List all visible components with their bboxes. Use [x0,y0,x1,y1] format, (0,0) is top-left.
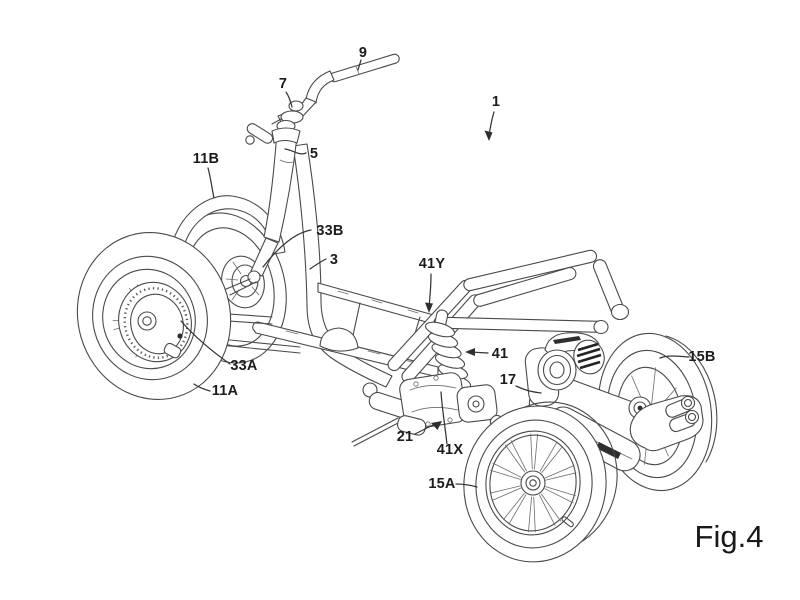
steering-column [199,132,298,301]
front-near-wheel [76,232,232,400]
cage-tube-mid [473,267,577,307]
ref-label-3: 3 [330,252,338,268]
spring-coil-1 [424,321,456,338]
rear-near-sidewall [475,419,593,549]
cage-lower-end-cap [593,319,609,335]
leader-17 [515,385,542,394]
leader-11A [193,383,211,392]
leader-41Y [428,273,432,308]
rear-near-wheel [463,401,618,563]
front-fender [169,195,286,258]
rear-near-spokes [489,433,577,533]
handlebar [245,53,400,145]
rear-near-hub-center [529,479,537,487]
column-detail [279,159,294,163]
gearbox-output-center [472,400,480,408]
fork-crown [271,127,301,144]
exhaust-tip-2-bore [687,412,697,422]
leader-9 [357,59,362,71]
fork-knuckle [247,270,261,284]
ref-label-11A: 11A [212,383,239,399]
handlebar-left-grip-cap [245,135,255,145]
ref-label-41Y: 41Y [419,256,446,272]
cage-tube-end-cap [610,303,630,321]
leader-7 [285,91,293,108]
rear-near-hub-outer [520,470,546,496]
leader-lines [180,59,690,488]
ref-label-9: 9 [359,45,367,61]
brake-caliper [163,342,182,359]
intake-ring-mid [542,354,572,386]
ref-label-1: 1 [492,94,500,110]
rear-near-hub-mid [525,475,541,491]
ref-label-41: 41 [492,346,509,362]
ref-label-15B: 15B [688,349,715,365]
ref-label-21: 21 [397,429,414,445]
upper-rail-slots [337,290,419,314]
intake-ring-inner [549,361,565,379]
ref-label-11B: 11B [193,151,219,167]
rear-far-tread-arc [665,335,718,463]
rail-bracket [319,327,359,352]
exhaust-tip-1 [680,395,696,411]
gearbox-shaft-lower [351,417,401,447]
gearbox-right-housing [456,384,498,423]
throttle-fins [576,342,602,370]
ref-label-33A: 33A [230,358,258,374]
ref-label-15A: 15A [428,476,456,492]
leader-5 [284,148,307,155]
handlebar-left-grip [246,123,274,144]
leader-33B [262,229,312,268]
figure-caption: Fig.4 [695,519,764,554]
gearbox-output-flange [467,395,485,413]
front-near-hub-outer [137,311,157,331]
reference-labels: 9 7 5 11B 33B 3 1 41Y 41 17 15B 33A 11A … [193,45,716,492]
column-tube [263,132,298,243]
ref-label-41X: 41X [437,442,464,458]
handlebar-right-elbow [305,70,335,104]
front-near-hub-center [142,316,152,326]
gearbox-bolts [413,375,453,427]
brake-disc-drill-holes [123,287,189,359]
rear-near-rim-slot [561,516,574,528]
ref-label-17: 17 [500,372,517,388]
exhaust-tip-2 [684,409,700,425]
ref-label-5: 5 [310,146,318,162]
arrowhead-41 [465,348,475,356]
arrowhead-1 [484,130,493,141]
exhaust [629,395,704,452]
rear-near-rim-inner [489,434,577,532]
leader-3 [309,258,327,270]
cage-tube-lower [433,316,605,333]
frame-tube-outline [292,143,393,388]
front-near-sidewall [92,255,208,381]
leader-15B [659,355,690,359]
leader-11B [207,167,215,199]
engine-top-shade [553,336,581,344]
leader-15A [455,483,478,488]
leader-33A [180,320,231,365]
gearbox-housing-lines [409,385,459,413]
cage-tube-top [463,249,598,292]
arrowhead-41Y [425,302,433,313]
ref-label-7: 7 [279,76,287,92]
gearbox [351,372,527,447]
arrowhead-21 [431,421,442,430]
ref-label-33B: 33B [316,223,343,239]
fork-lower [250,237,279,277]
leader-41X [440,391,448,445]
caliper-bolt [177,333,183,339]
exhaust-tip-1-bore [683,398,693,408]
